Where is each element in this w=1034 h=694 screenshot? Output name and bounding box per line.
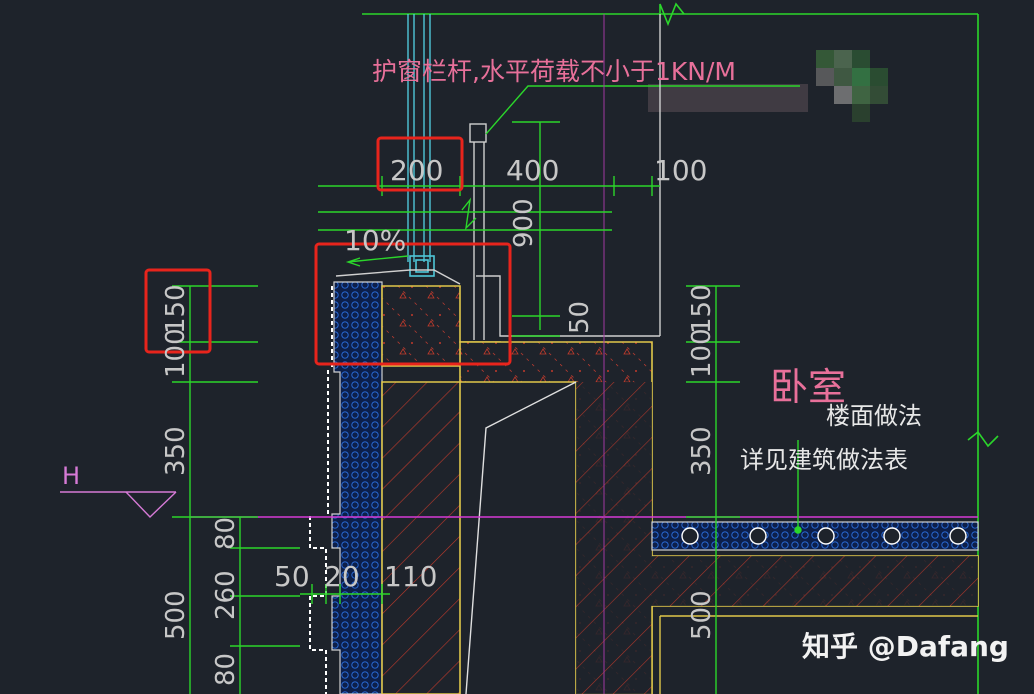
insulation-layer bbox=[331, 281, 383, 694]
bottom-dimension-line bbox=[300, 584, 390, 604]
railing-post bbox=[461, 123, 487, 340]
dim-right-500: 500 bbox=[687, 590, 717, 640]
dim-left-350: 350 bbox=[161, 426, 191, 476]
dim-right-150: 150 bbox=[687, 284, 717, 334]
wall-hatched bbox=[381, 381, 461, 694]
railing-leader bbox=[485, 85, 800, 135]
dim-right-350: 350 bbox=[687, 426, 717, 476]
pixelated-blur-area bbox=[648, 50, 888, 122]
highlight-boxes bbox=[144, 136, 512, 366]
dim-left-500: 500 bbox=[161, 590, 191, 640]
beam-hatch-region bbox=[576, 382, 652, 694]
dim-top-100: 100 bbox=[654, 154, 707, 187]
floor-method-line2: 详见建筑做法表 bbox=[740, 446, 908, 474]
level-mark: H bbox=[62, 462, 80, 490]
room-name: 卧室 bbox=[770, 365, 846, 409]
railing-note: 护窗栏杆,水平荷载不小于1KN/M bbox=[372, 57, 736, 86]
dim-left-260: 260 bbox=[211, 570, 241, 620]
dim-bottom-50: 50 bbox=[274, 560, 310, 593]
right-dimension-line bbox=[686, 285, 802, 694]
dim-bottom-110: 110 bbox=[384, 560, 437, 593]
slab-hatch-region bbox=[652, 556, 978, 606]
dim-left-80b: 80 bbox=[211, 653, 241, 686]
dim-50: 50 bbox=[565, 301, 595, 334]
outer-finish bbox=[309, 286, 333, 694]
sill-flashing bbox=[335, 269, 461, 285]
dim-left-150: 150 bbox=[161, 284, 191, 334]
slope-label: 10% bbox=[344, 224, 406, 257]
watermark: 知乎 @Dafang bbox=[802, 630, 1009, 663]
level-symbol bbox=[60, 491, 177, 518]
floor-finish-layer bbox=[651, 521, 979, 551]
inner-void-line bbox=[465, 381, 577, 694]
top-dimension-line bbox=[318, 121, 660, 337]
dim-right-100: 100 bbox=[687, 328, 717, 378]
window-frame bbox=[409, 255, 435, 277]
dim-left-100: 100 bbox=[161, 328, 191, 378]
slope-arrow bbox=[345, 255, 409, 267]
dim-railing-900: 900 bbox=[509, 198, 539, 248]
dim-top-200: 200 bbox=[390, 154, 443, 187]
left-dimension-line bbox=[172, 285, 300, 694]
room-outline bbox=[476, 14, 661, 337]
dim-bottom-20: 20 bbox=[324, 560, 360, 593]
dim-left-80a: 80 bbox=[211, 517, 241, 550]
floor-method-line1: 楼面做法 bbox=[826, 402, 922, 430]
dim-top-400: 400 bbox=[506, 154, 559, 187]
